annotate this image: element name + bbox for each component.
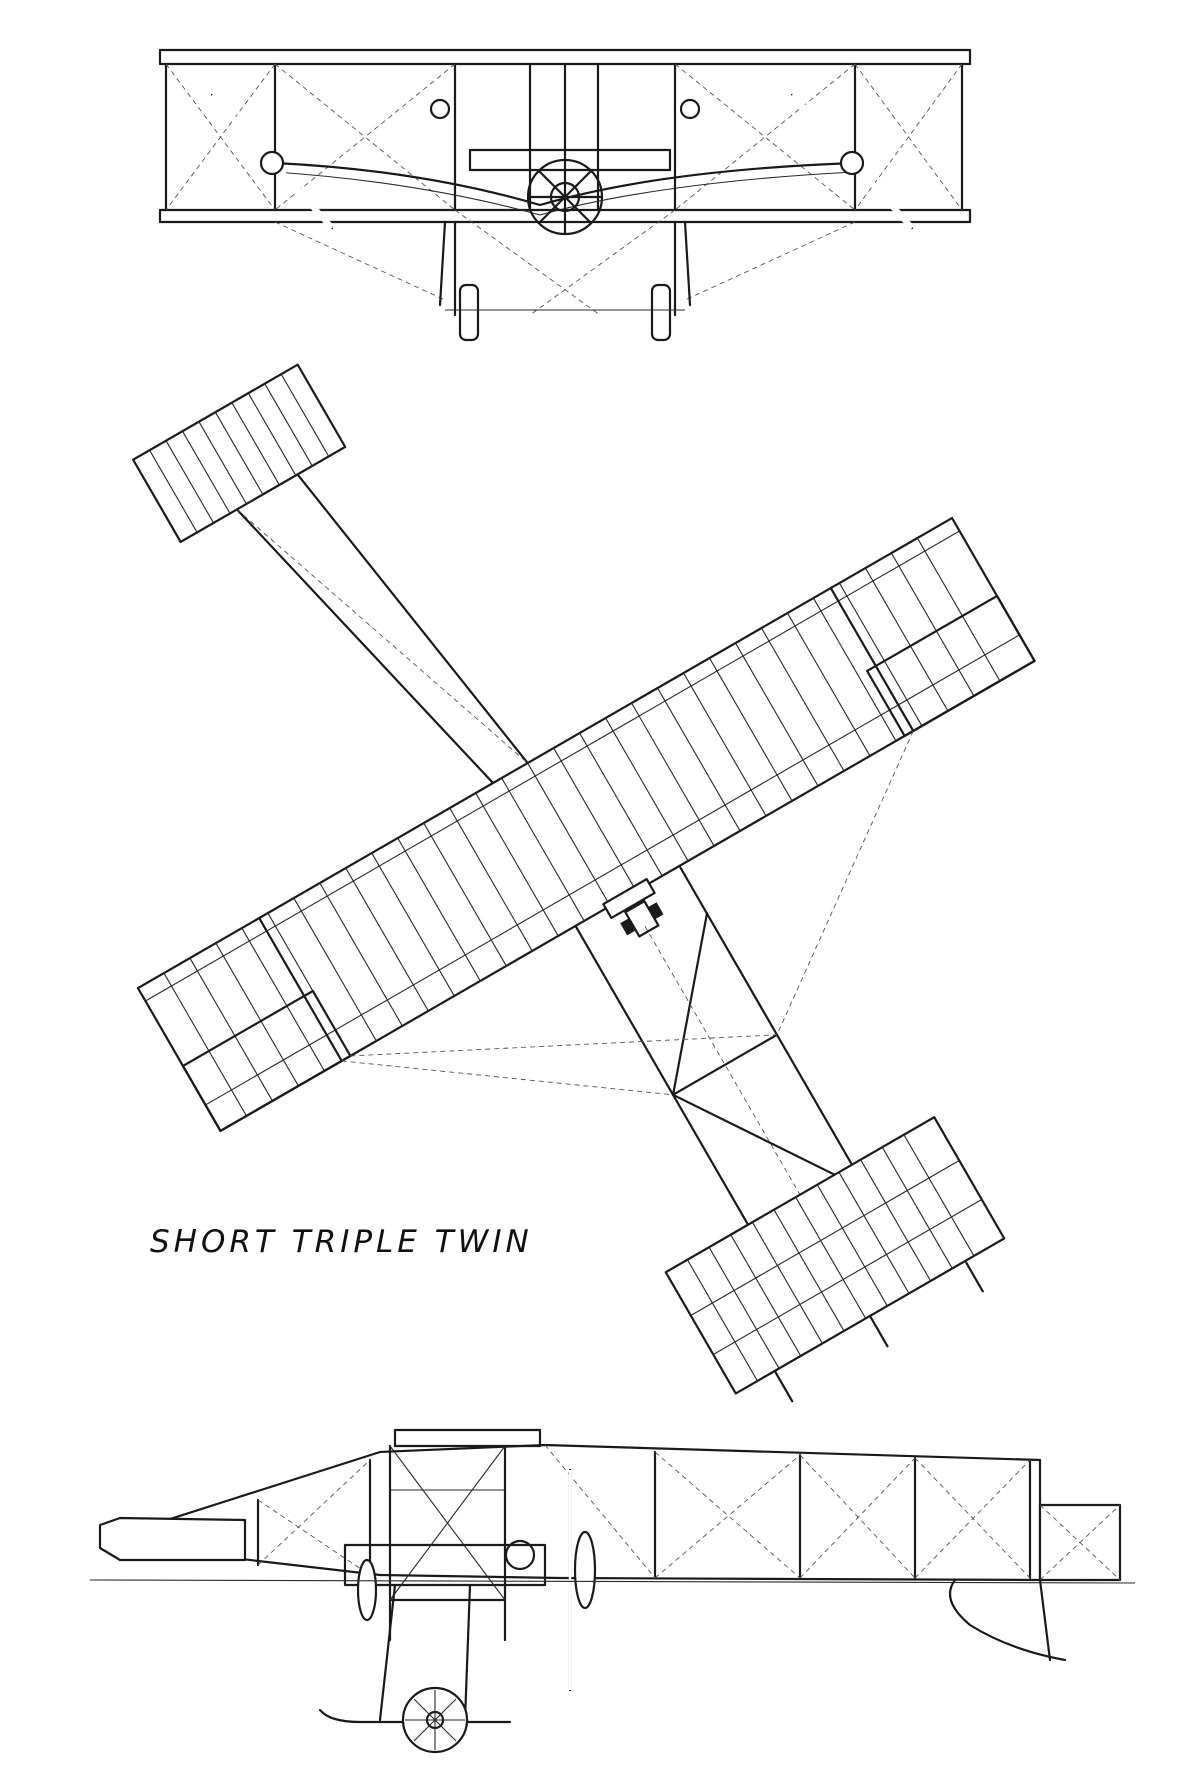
- front-prop-shafts: [273, 161, 857, 207]
- side-tail-skid: [948, 1578, 1067, 1662]
- plan-front-elevator: [132, 363, 347, 544]
- plan-engine: [602, 878, 664, 938]
- plan-view: [132, 363, 1036, 1403]
- side-front-elevator: [98, 1516, 247, 1562]
- front-upper-wing: [158, 48, 972, 66]
- drawing-caption: SHORT TRIPLE TWIN: [150, 1224, 533, 1260]
- front-engine: [468, 62, 672, 236]
- front-left-propeller: [209, 92, 335, 231]
- side-frames: [256, 1450, 1032, 1580]
- front-view: [158, 48, 972, 342]
- front-bracing-wires: [165, 63, 963, 316]
- side-bracing-wires: [257, 1444, 1031, 1579]
- side-undercarriage: [318, 1583, 512, 1754]
- plan-tailplane: [664, 1116, 1006, 1403]
- plan-main-wing: [136, 516, 1036, 1133]
- front-undercarriage: [438, 220, 692, 342]
- side-view: [89, 1428, 1136, 1754]
- front-right-propeller: [789, 92, 915, 231]
- side-propeller-rear: [356, 1558, 378, 1622]
- side-nacelle: [343, 1428, 547, 1642]
- side-propeller-front: [568, 1468, 597, 1692]
